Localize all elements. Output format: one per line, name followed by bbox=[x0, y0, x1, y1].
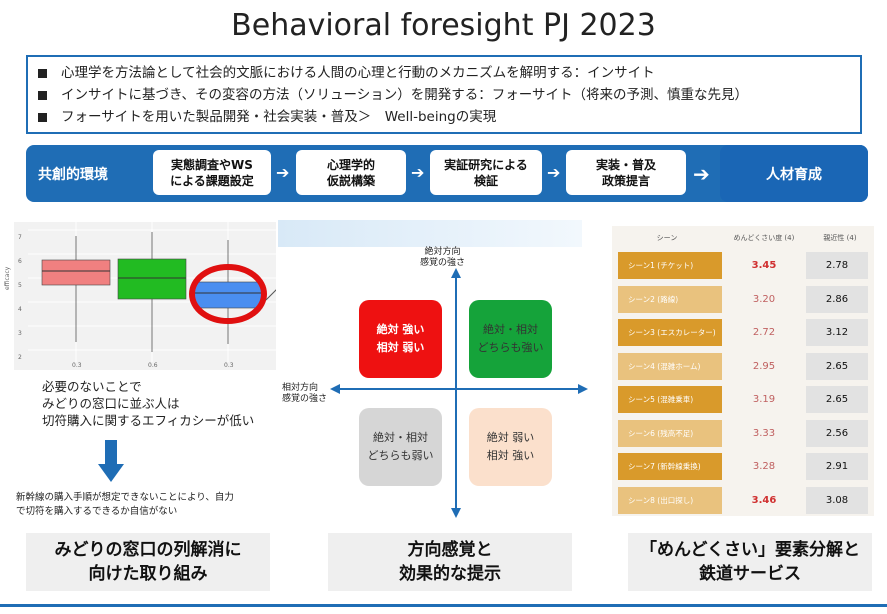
footer-right: 「めんどくさい」要素分解と鉄道サービス bbox=[628, 533, 872, 591]
box-red bbox=[41, 259, 111, 286]
flow-step-1: 実態調査やWS による課題設定 bbox=[153, 150, 271, 195]
boxplot-chart bbox=[14, 222, 283, 370]
mendo-cell: 2.72 bbox=[752, 327, 776, 338]
table-row: シーン8 (出口探し) 3.46 3.08 bbox=[612, 485, 874, 516]
box-blue bbox=[193, 281, 263, 309]
flow-step-2: 心理学的 仮説構築 bbox=[296, 150, 406, 195]
flow-step-3: 実証研究による 検証 bbox=[430, 150, 542, 195]
boxplot-caption: 必要のないことで みどりの窓口に並ぶ人は 切符購入に関するエフィカシーが低い bbox=[42, 379, 255, 428]
arrow-right-icon: ➔ bbox=[693, 162, 710, 186]
box-green bbox=[117, 258, 187, 300]
x-tick: 0.3 bbox=[72, 362, 82, 369]
scene-table: シーン めんどくさい度 (4) 親近性 (4) シーン1 (チケット) 3.45 2… bbox=[612, 226, 874, 516]
mendo-cell: 2.95 bbox=[752, 360, 776, 372]
table-header: シーン めんどくさい度 (4) 親近性 (4) bbox=[656, 234, 857, 242]
y-axis-label: 絶対方向感覚の強さ bbox=[420, 247, 466, 268]
table-row: シーン4 (混雑ホーム) 2.95 2.65 bbox=[612, 351, 874, 382]
quadrant-bottom-left: 絶対・相対どちらも弱い bbox=[359, 408, 442, 486]
scene-cell: シーン6 (残高不足) bbox=[618, 419, 722, 447]
quadrant-top-right: 絶対・相対どちらも強い bbox=[469, 300, 552, 378]
quadrant-bottom-right: 絶対 弱い相対 強い bbox=[469, 408, 552, 486]
page-title: Behavioral foresight PJ 2023 bbox=[231, 8, 656, 43]
scene-cell: シーン1 (チケット) bbox=[618, 252, 722, 279]
table-row: シーン2 (路線) 3.20 2.86 bbox=[612, 284, 874, 315]
table-row: シーン6 (残高不足) 3.33 2.56 bbox=[612, 418, 874, 449]
scene-cell: シーン2 (路線) bbox=[618, 285, 722, 313]
summary-text: インサイトに基づき、その変容の方法（ソリューション）を開発する：フォーサイト（将… bbox=[61, 87, 749, 103]
shin-cell: 3.08 bbox=[806, 486, 868, 514]
table-row: シーン7 (新幹線乗換) 3.28 2.91 bbox=[612, 451, 874, 482]
x-tick: 0.3 bbox=[224, 362, 234, 369]
quadrant-top-left: 絶対 強い相対 弱い bbox=[359, 300, 442, 378]
bullet-square-icon bbox=[38, 68, 47, 78]
table-row: シーン1 (チケット) 3.45 2.78 bbox=[612, 250, 874, 281]
arrow-right-icon: ➔ bbox=[276, 163, 290, 182]
x-tick: 0.6 bbox=[148, 362, 158, 369]
summary-box: 心理学を方法論として社会的文脈における人間の心理と行動のメカニズムを解明する：イ… bbox=[26, 55, 862, 134]
mendo-cell: 3.19 bbox=[752, 394, 776, 405]
footer-left: みどりの窓口の列解消に向けた取り組み bbox=[26, 533, 270, 591]
arrow-right-icon: ➔ bbox=[411, 163, 425, 182]
shin-cell: 2.56 bbox=[806, 419, 868, 447]
shin-cell: 3.12 bbox=[806, 319, 868, 346]
boxplot-svg bbox=[28, 222, 283, 362]
table-row: シーン5 (混雑乗車) 3.19 2.65 bbox=[612, 384, 874, 415]
scene-cell: シーン8 (出口探し) bbox=[618, 486, 722, 514]
shin-cell: 2.65 bbox=[806, 352, 868, 380]
scene-cell: シーン3 (エスカレーター) bbox=[618, 319, 722, 346]
shin-cell: 2.65 bbox=[806, 386, 868, 413]
header-gradient-strip bbox=[278, 220, 582, 247]
summary-line: フォーサイトを用いた製品開発・社会実装・普及＞ Well-beingの実現 bbox=[38, 106, 850, 128]
scene-cell: シーン4 (混雑ホーム) bbox=[618, 352, 722, 380]
summary-line: インサイトに基づき、その変容の方法（ソリューション）を開発する：フォーサイト（将… bbox=[38, 84, 850, 106]
arrow-down-icon bbox=[98, 440, 124, 482]
mendo-cell: 3.46 bbox=[751, 494, 777, 506]
arrow-right-icon: ➔ bbox=[547, 163, 561, 182]
scene-cell: シーン7 (新幹線乗換) bbox=[618, 453, 722, 480]
bullet-square-icon bbox=[38, 112, 47, 122]
shin-cell: 2.91 bbox=[806, 453, 868, 480]
flow-step-4: 実装・普及 政策提言 bbox=[566, 150, 686, 195]
bullet-square-icon bbox=[38, 90, 47, 100]
boxplot-ylabel: efficacy bbox=[4, 266, 11, 290]
mendo-cell: 3.33 bbox=[752, 427, 776, 439]
footer-middle: 方向感覚と効果的な提示 bbox=[328, 533, 572, 591]
flow-label: 共創的環境 bbox=[38, 167, 108, 183]
boxplot-note: 新幹線の購入手順が想定できないことにより、自力 で切符を購入するできるか自信がな… bbox=[16, 492, 234, 517]
scene-cell: シーン5 (混雑乗車) bbox=[618, 386, 722, 413]
mendo-cell: 3.20 bbox=[752, 293, 776, 305]
flow-final-step: 人材育成 bbox=[720, 145, 868, 202]
summary-text: フォーサイトを用いた製品開発・社会実装・普及＞ Well-beingの実現 bbox=[61, 109, 497, 125]
shin-cell: 2.86 bbox=[806, 285, 868, 313]
summary-text: 心理学を方法論として社会的文脈における人間の心理と行動のメカニズムを解明する：イ… bbox=[61, 65, 655, 81]
table-rows: シーン1 (チケット) 3.45 2.78 シーン2 (路線) 3.20 2.86 シーン3… bbox=[612, 250, 874, 516]
quadrant-axes bbox=[330, 268, 588, 518]
mendo-cell: 3.28 bbox=[752, 461, 776, 472]
table-row: シーン3 (エスカレーター) 2.72 3.12 bbox=[612, 317, 874, 348]
bottom-rule bbox=[0, 604, 887, 607]
shin-cell: 2.78 bbox=[806, 252, 868, 279]
mendo-cell: 3.45 bbox=[751, 260, 777, 271]
summary-line: 心理学を方法論として社会的文脈における人間の心理と行動のメカニズムを解明する：イ… bbox=[38, 62, 850, 84]
highlight-ring bbox=[189, 264, 267, 324]
x-axis-label: 相対方向感覚の強さ bbox=[282, 383, 328, 404]
